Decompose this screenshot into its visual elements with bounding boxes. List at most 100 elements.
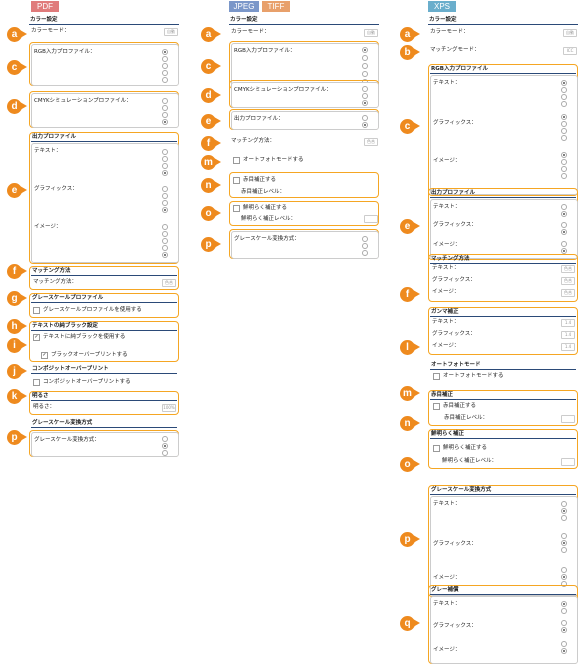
jpeg-rgb-radio-3[interactable] xyxy=(362,63,368,69)
tab-pdf[interactable]: PDF xyxy=(31,1,59,12)
xps-rgb-text-radio-4[interactable] xyxy=(561,101,567,107)
xps-gcomp-text-radio-1[interactable] xyxy=(561,601,567,607)
pdf-rgb-radio-2[interactable] xyxy=(162,56,168,62)
xps-red-eye-checkbox[interactable] xyxy=(433,403,440,410)
pdf-composite-checkbox[interactable] xyxy=(33,379,40,386)
xps-gc-image-radio-1[interactable] xyxy=(561,567,567,573)
xps-gamma-graphics-select[interactable]: 1.4 xyxy=(561,331,575,339)
xps-gc-graphics-radio-1[interactable] xyxy=(561,533,567,539)
pdf-cmyk-radio-2[interactable] xyxy=(162,105,168,111)
xps-gc-text-radio-1[interactable] xyxy=(561,501,567,507)
jpeg-cmyk-radio-3[interactable] xyxy=(362,100,368,106)
jpeg-bright-level-input[interactable] xyxy=(364,215,378,223)
pdf-out-graphics-radio-3[interactable] xyxy=(162,200,168,206)
xps-gcomp-text-radio-2[interactable] xyxy=(561,608,567,614)
xps-matching-image-select[interactable]: 色合 xyxy=(561,289,575,297)
jpeg-matching-select[interactable]: 色合 xyxy=(364,138,378,146)
jpeg-output-radio-1[interactable] xyxy=(362,115,368,121)
tab-xps[interactable]: XPS xyxy=(428,1,456,12)
xps-gcomp-image-radio-2[interactable] xyxy=(561,648,567,654)
xps-gamma-text-select[interactable]: 1.4 xyxy=(561,319,575,327)
pdf-rgb-radio-5[interactable] xyxy=(162,77,168,83)
pdf-brightness-input[interactable]: 100% xyxy=(162,404,176,412)
pdf-rgb-radio-1[interactable] xyxy=(162,49,168,55)
xps-gc-graphics-radio-3[interactable] xyxy=(561,547,567,553)
xps-out-graphics-radio-1[interactable] xyxy=(561,222,567,228)
jpeg-red-eye-checkbox[interactable] xyxy=(233,177,240,184)
pdf-out-graphics-radio-2[interactable] xyxy=(162,193,168,199)
xps-color-mode-select[interactable]: 自動 xyxy=(563,29,577,37)
jpeg-output-radio-2[interactable] xyxy=(362,122,368,128)
xps-out-text-radio-2[interactable] xyxy=(561,211,567,217)
pdf-out-image-radio-2[interactable] xyxy=(162,231,168,237)
pdf-out-image-radio-3[interactable] xyxy=(162,238,168,244)
pdf-color-mode-select[interactable]: 自動 xyxy=(164,28,178,36)
xps-rgb-text-radio-1[interactable] xyxy=(561,80,567,86)
xps-bright-level-input[interactable] xyxy=(561,458,575,466)
xps-gcomp-graphics-radio-2[interactable] xyxy=(561,627,567,633)
pdf-cmyk-radio-4[interactable] xyxy=(162,119,168,125)
jpeg-gray-conv-radio-1[interactable] xyxy=(362,236,368,242)
pdf-out-text-radio-3[interactable] xyxy=(162,163,168,169)
xps-rgb-image-radio-2[interactable] xyxy=(561,159,567,165)
jpeg-cmyk-radio-2[interactable] xyxy=(362,93,368,99)
xps-auto-photo-checkbox[interactable] xyxy=(433,373,440,380)
jpeg-rgb-radio-1[interactable] xyxy=(362,47,368,53)
jpeg-cmyk-radio-1[interactable] xyxy=(362,86,368,92)
pdf-out-graphics-radio-1[interactable] xyxy=(162,186,168,192)
xps-rgb-text-radio-3[interactable] xyxy=(561,94,567,100)
xps-matching-mode-select[interactable]: ICC xyxy=(563,47,577,55)
pdf-out-text-radio-4[interactable] xyxy=(162,170,168,176)
pdf-gray-profile-checkbox[interactable] xyxy=(33,307,40,314)
xps-rgb-graphics-radio-4[interactable] xyxy=(561,135,567,141)
xps-rgb-image-radio-4[interactable] xyxy=(561,173,567,179)
tab-jpeg[interactable]: JPEG xyxy=(229,1,259,12)
pdf-pure-black-checkbox[interactable]: ✓ xyxy=(33,334,40,341)
xps-rgb-image-radio-1[interactable] xyxy=(561,152,567,158)
xps-out-image-radio-1[interactable] xyxy=(561,241,567,247)
xps-rgb-graphics-radio-3[interactable] xyxy=(561,128,567,134)
xps-rgb-image-radio-3[interactable] xyxy=(561,166,567,172)
jpeg-color-mode-select[interactable]: 自動 xyxy=(364,29,378,37)
xps-gcomp-graphics-radio-1[interactable] xyxy=(561,620,567,626)
xps-red-eye-level-input[interactable] xyxy=(561,415,575,423)
pdf-out-text-radio-2[interactable] xyxy=(162,156,168,162)
pdf-out-image-radio-5[interactable] xyxy=(162,252,168,258)
xps-rgb-graphics-radio-2[interactable] xyxy=(561,121,567,127)
pdf-out-graphics-radio-4[interactable] xyxy=(162,207,168,213)
xps-rgb-text-radio-2[interactable] xyxy=(561,87,567,93)
xps-bright-checkbox[interactable] xyxy=(433,445,440,452)
pdf-rgb-radio-4[interactable] xyxy=(162,70,168,76)
pdf-matching-select[interactable]: 色合 xyxy=(162,279,176,287)
xps-gc-graphics-radio-2[interactable] xyxy=(561,540,567,546)
jpeg-rgb-radio-4[interactable] xyxy=(362,71,368,77)
jpeg-gray-conv-radio-2[interactable] xyxy=(362,243,368,249)
jpeg-auto-photo-checkbox[interactable] xyxy=(233,157,240,164)
jpeg-gray-conv-radio-3[interactable] xyxy=(362,250,368,256)
xps-gc-image-radio-2[interactable] xyxy=(561,574,567,580)
pdf-black-overprint-checkbox[interactable]: ✓ xyxy=(41,352,48,359)
xps-gc-text-radio-2[interactable] xyxy=(561,508,567,514)
xps-rgb-graphics-radio-1[interactable] xyxy=(561,114,567,120)
xps-out-graphics-radio-2[interactable] xyxy=(561,229,567,235)
pdf-out-text-radio-1[interactable] xyxy=(162,149,168,155)
xps-gc-image-radio-3[interactable] xyxy=(561,581,567,587)
pdf-gray-conv-radio-3[interactable] xyxy=(162,450,168,456)
xps-matching-graphics-select[interactable]: 色合 xyxy=(561,277,575,285)
jpeg-bright-checkbox[interactable] xyxy=(233,205,240,212)
xps-gcomp-image-radio-1[interactable] xyxy=(561,641,567,647)
xps-matching-text-select[interactable]: 色合 xyxy=(561,265,575,273)
pdf-cmyk-radio-1[interactable] xyxy=(162,98,168,104)
pdf-out-image-radio-1[interactable] xyxy=(162,224,168,230)
pdf-cmyk-radio-3[interactable] xyxy=(162,112,168,118)
tab-tiff[interactable]: TIFF xyxy=(262,1,290,12)
xps-out-text-radio-1[interactable] xyxy=(561,204,567,210)
xps-gamma-image-select[interactable]: 1.4 xyxy=(561,343,575,351)
xps-gc-text-radio-3[interactable] xyxy=(561,515,567,521)
pdf-rgb-radio-3[interactable] xyxy=(162,63,168,69)
jpeg-rgb-radio-2[interactable] xyxy=(362,55,368,61)
xps-out-image-radio-2[interactable] xyxy=(561,248,567,254)
pdf-gray-conv-radio-1[interactable] xyxy=(162,436,168,442)
pdf-out-image-radio-4[interactable] xyxy=(162,245,168,251)
pdf-gray-conv-radio-2[interactable] xyxy=(162,443,168,449)
